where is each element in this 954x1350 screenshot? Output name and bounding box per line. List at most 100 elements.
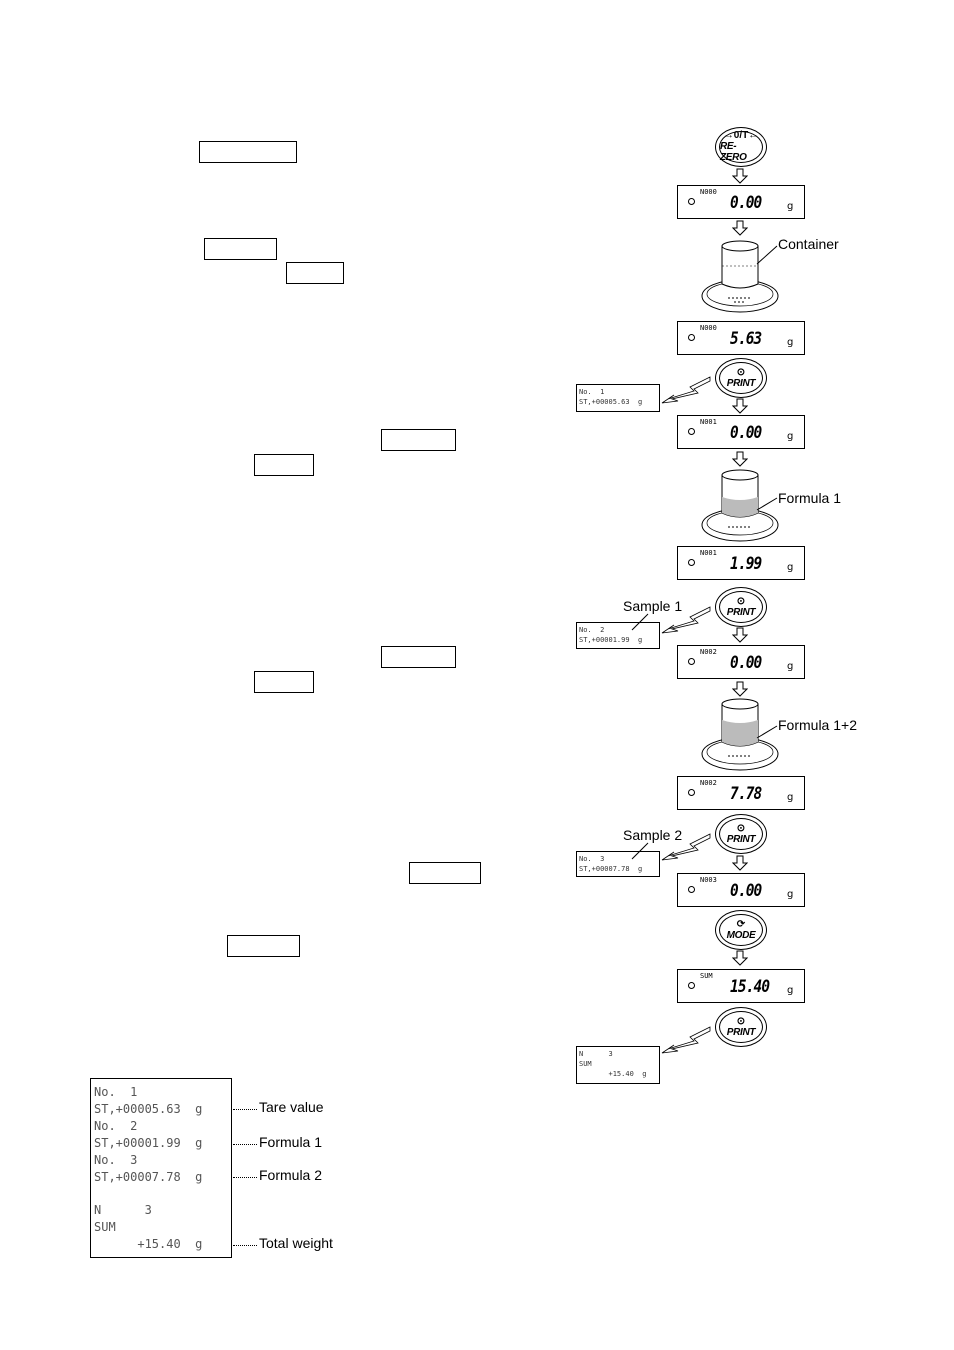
display-unit: g <box>787 661 794 672</box>
balance-display: N003 0.00 g <box>677 873 805 907</box>
display-mode: N002 <box>700 648 717 656</box>
balance-display: N001 1.99 g <box>677 546 805 580</box>
key-placeholder-box <box>204 238 277 260</box>
print-key[interactable]: ⊙ PRINT <box>715 587 767 627</box>
print-key[interactable]: ⊙ PRINT <box>715 358 767 398</box>
key-placeholder-box <box>254 454 314 476</box>
annotation-leader <box>233 1177 257 1178</box>
display-unit: g <box>787 431 794 442</box>
print-symbol: ⊙ <box>736 822 746 834</box>
weighing-pan-formula12-icon <box>701 698 779 771</box>
printout-line: ST,+00001.99 g <box>579 636 643 644</box>
print-label: PRINT <box>726 606 756 618</box>
display-mode: SUM <box>700 972 713 980</box>
down-arrow-icon <box>732 681 748 697</box>
printout-line: ST,+00007.78 g <box>579 865 643 873</box>
stable-indicator-icon <box>688 559 695 566</box>
formula12-label: Formula 1+2 <box>778 717 857 733</box>
print-symbol: ⊙ <box>736 366 746 378</box>
tare-annotation: Tare value <box>259 1099 324 1115</box>
final-printout: No. 1 ST,+00005.63 g No. 2 ST,+00001.99 … <box>90 1078 232 1258</box>
balance-display: N002 0.00 g <box>677 645 805 679</box>
key-placeholder-box <box>409 862 481 884</box>
stable-indicator-icon <box>688 428 695 435</box>
transmission-arrow-icon <box>661 833 711 861</box>
printout-line: No. 1 <box>579 388 605 396</box>
final-line: No. 3 <box>94 1153 138 1167</box>
formula12-leader-line <box>756 725 778 739</box>
mode-key[interactable]: ⟳ MODE <box>715 910 767 950</box>
total-annotation: Total weight <box>259 1235 333 1251</box>
mode-label: MODE <box>726 929 756 941</box>
container-label: Container <box>778 236 839 252</box>
rezero-key[interactable]: →0/T← RE-ZERO <box>715 127 767 167</box>
balance-display: N002 7.78 g <box>677 776 805 810</box>
display-value: 0.00 <box>730 653 762 673</box>
sample2-label: Sample 2 <box>623 827 683 843</box>
formula2-annotation: Formula 2 <box>259 1167 323 1183</box>
display-value: 1.99 <box>730 554 762 574</box>
stable-indicator-icon <box>688 789 695 796</box>
display-mode: N003 <box>700 876 717 884</box>
display-value: 0.00 <box>730 193 762 213</box>
down-arrow-icon <box>732 627 748 643</box>
annotation-leader <box>233 1245 257 1246</box>
formula1-annotation: Formula 1 <box>259 1134 323 1150</box>
display-mode: N002 <box>700 779 717 787</box>
stable-indicator-icon <box>688 886 695 893</box>
key-placeholder-box <box>254 671 314 693</box>
balance-display: N000 0.00 g <box>677 185 805 219</box>
final-line: ST,+00007.78 g <box>94 1170 203 1184</box>
sample2-leader-line <box>631 842 649 860</box>
print-symbol: ⊙ <box>736 1015 746 1027</box>
key-placeholder-box <box>286 262 344 284</box>
annotation-leader <box>233 1144 257 1145</box>
print-key[interactable]: ⊙ PRINT <box>715 814 767 854</box>
final-line: ST,+00001.99 g <box>94 1136 203 1150</box>
key-placeholder-box <box>381 429 456 451</box>
display-unit: g <box>787 792 794 803</box>
print-label: PRINT <box>726 377 756 389</box>
print-label: PRINT <box>726 1026 756 1038</box>
printout-line: ST,+00005.63 g <box>579 398 643 406</box>
printout-line: No. 3 <box>579 855 605 863</box>
print-label: PRINT <box>726 833 756 845</box>
balance-display: N000 5.63 g <box>677 321 805 355</box>
stable-indicator-icon <box>688 334 695 341</box>
display-value: 0.00 <box>730 881 762 901</box>
display-mode: N001 <box>700 549 717 557</box>
printout: No. 1 ST,+00005.63 g <box>576 384 660 412</box>
final-line: SUM <box>94 1220 116 1234</box>
printout: No. 3 ST,+00007.78 g <box>576 851 660 877</box>
rezero-symbol: →0/T← <box>723 130 759 141</box>
display-mode: N001 <box>700 418 717 426</box>
down-arrow-icon <box>732 398 748 414</box>
key-placeholder-box <box>381 646 456 668</box>
formula1-leader-line <box>756 497 778 511</box>
balance-display: N001 0.00 g <box>677 415 805 449</box>
key-placeholder-box <box>227 935 300 957</box>
container-leader-line <box>756 245 778 265</box>
down-arrow-icon <box>732 451 748 467</box>
display-mode: N000 <box>700 188 717 196</box>
stable-indicator-icon <box>688 658 695 665</box>
balance-display: SUM 15.40 g <box>677 969 805 1003</box>
display-value: 7.78 <box>730 784 762 804</box>
display-unit: g <box>787 201 794 212</box>
display-value: 0.00 <box>730 423 762 443</box>
printout: No. 2 ST,+00001.99 g <box>576 622 660 649</box>
print-key[interactable]: ⊙ PRINT <box>715 1007 767 1047</box>
display-unit: g <box>787 985 794 996</box>
print-symbol: ⊙ <box>736 595 746 607</box>
display-unit: g <box>787 562 794 573</box>
annotation-leader <box>233 1109 257 1110</box>
stable-indicator-icon <box>688 982 695 989</box>
weighing-pan-container-icon <box>701 240 779 313</box>
printout-line: SUM <box>579 1060 592 1068</box>
display-value: 5.63 <box>730 329 762 349</box>
printout-line: No. 2 <box>579 626 605 634</box>
transmission-arrow-icon <box>661 376 711 404</box>
down-arrow-icon <box>732 220 748 236</box>
printout-line: +15.40 g <box>579 1070 647 1078</box>
